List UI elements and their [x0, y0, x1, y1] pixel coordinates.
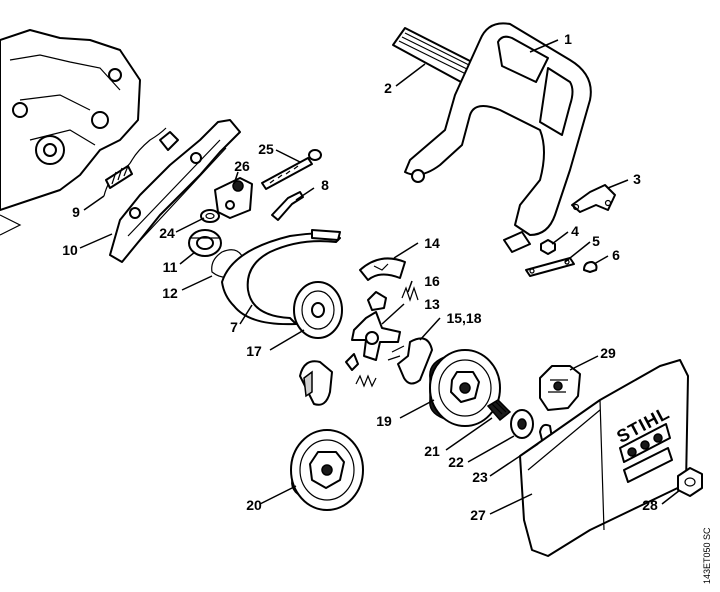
shoe-retainer-bottom: [345, 353, 359, 371]
callout-3: 3: [633, 171, 641, 187]
washer: [510, 409, 534, 439]
collar-nut: [677, 467, 703, 497]
brake-band: [221, 229, 341, 326]
brake-bracket: [571, 184, 616, 213]
brake-rod: [271, 191, 304, 221]
callout-6: 6: [612, 247, 620, 263]
callout-10: 10: [62, 242, 78, 258]
callouts: 1 2 3 4 5 6 7 8 9 10 11 12 13 14 15,18 1…: [62, 31, 658, 523]
engine-housing: [0, 29, 141, 236]
clutch-drum: [429, 349, 501, 427]
needle-bearing: [486, 399, 512, 422]
small-spring-bottom: [355, 374, 377, 388]
drawing-code: 143ET050 SC: [702, 527, 712, 584]
clutch-shoe-right: [387, 337, 433, 385]
callout-21: 21: [424, 443, 440, 459]
callout-8: 8: [321, 177, 329, 193]
callout-27: 27: [470, 507, 486, 523]
callout-15-18: 15,18: [446, 310, 481, 326]
callout-5: 5: [592, 233, 600, 249]
callout-11: 11: [163, 259, 178, 275]
callout-4: 4: [571, 223, 579, 239]
callout-25: 25: [258, 141, 274, 157]
sprocket-cover: [519, 359, 689, 557]
chain-catcher-bracket: [539, 365, 581, 411]
sleeve: [200, 209, 220, 223]
callout-24: 24: [159, 225, 175, 241]
callout-29: 29: [600, 345, 616, 361]
callout-28: 28: [642, 497, 658, 513]
clutch-spring: [401, 286, 419, 302]
hand-guard-pad: [392, 27, 473, 83]
bell-crank: [214, 177, 253, 219]
callout-17: 17: [246, 343, 262, 359]
callout-1: 1: [564, 31, 572, 47]
brake-spring: [103, 127, 167, 197]
callout-19: 19: [376, 413, 392, 429]
clutch-shoe-top: [359, 257, 406, 281]
shoe-retainer: [367, 291, 387, 311]
bolt: [261, 149, 322, 190]
leader-lines: [79, 39, 681, 515]
callout-7: 7: [230, 319, 238, 335]
callout-22: 22: [448, 454, 464, 470]
sprocket-drum: [290, 429, 364, 511]
clutch-shoe-left: [299, 360, 333, 406]
clutch-carrier: [351, 311, 401, 361]
brake-lever: [109, 119, 241, 263]
callout-20: 20: [246, 497, 262, 513]
e-clip: [583, 261, 598, 273]
nut-small: [540, 239, 556, 255]
callout-23: 23: [472, 469, 488, 485]
brake-washer: [293, 281, 343, 339]
hand-guard: [404, 22, 592, 253]
callout-16: 16: [424, 273, 440, 289]
callout-13: 13: [424, 296, 440, 312]
callout-2: 2: [384, 80, 392, 96]
bushing: [188, 229, 222, 257]
callout-14: 14: [424, 235, 440, 251]
callout-9: 9: [72, 204, 80, 220]
callout-26: 26: [234, 158, 250, 174]
callout-12: 12: [162, 285, 178, 301]
